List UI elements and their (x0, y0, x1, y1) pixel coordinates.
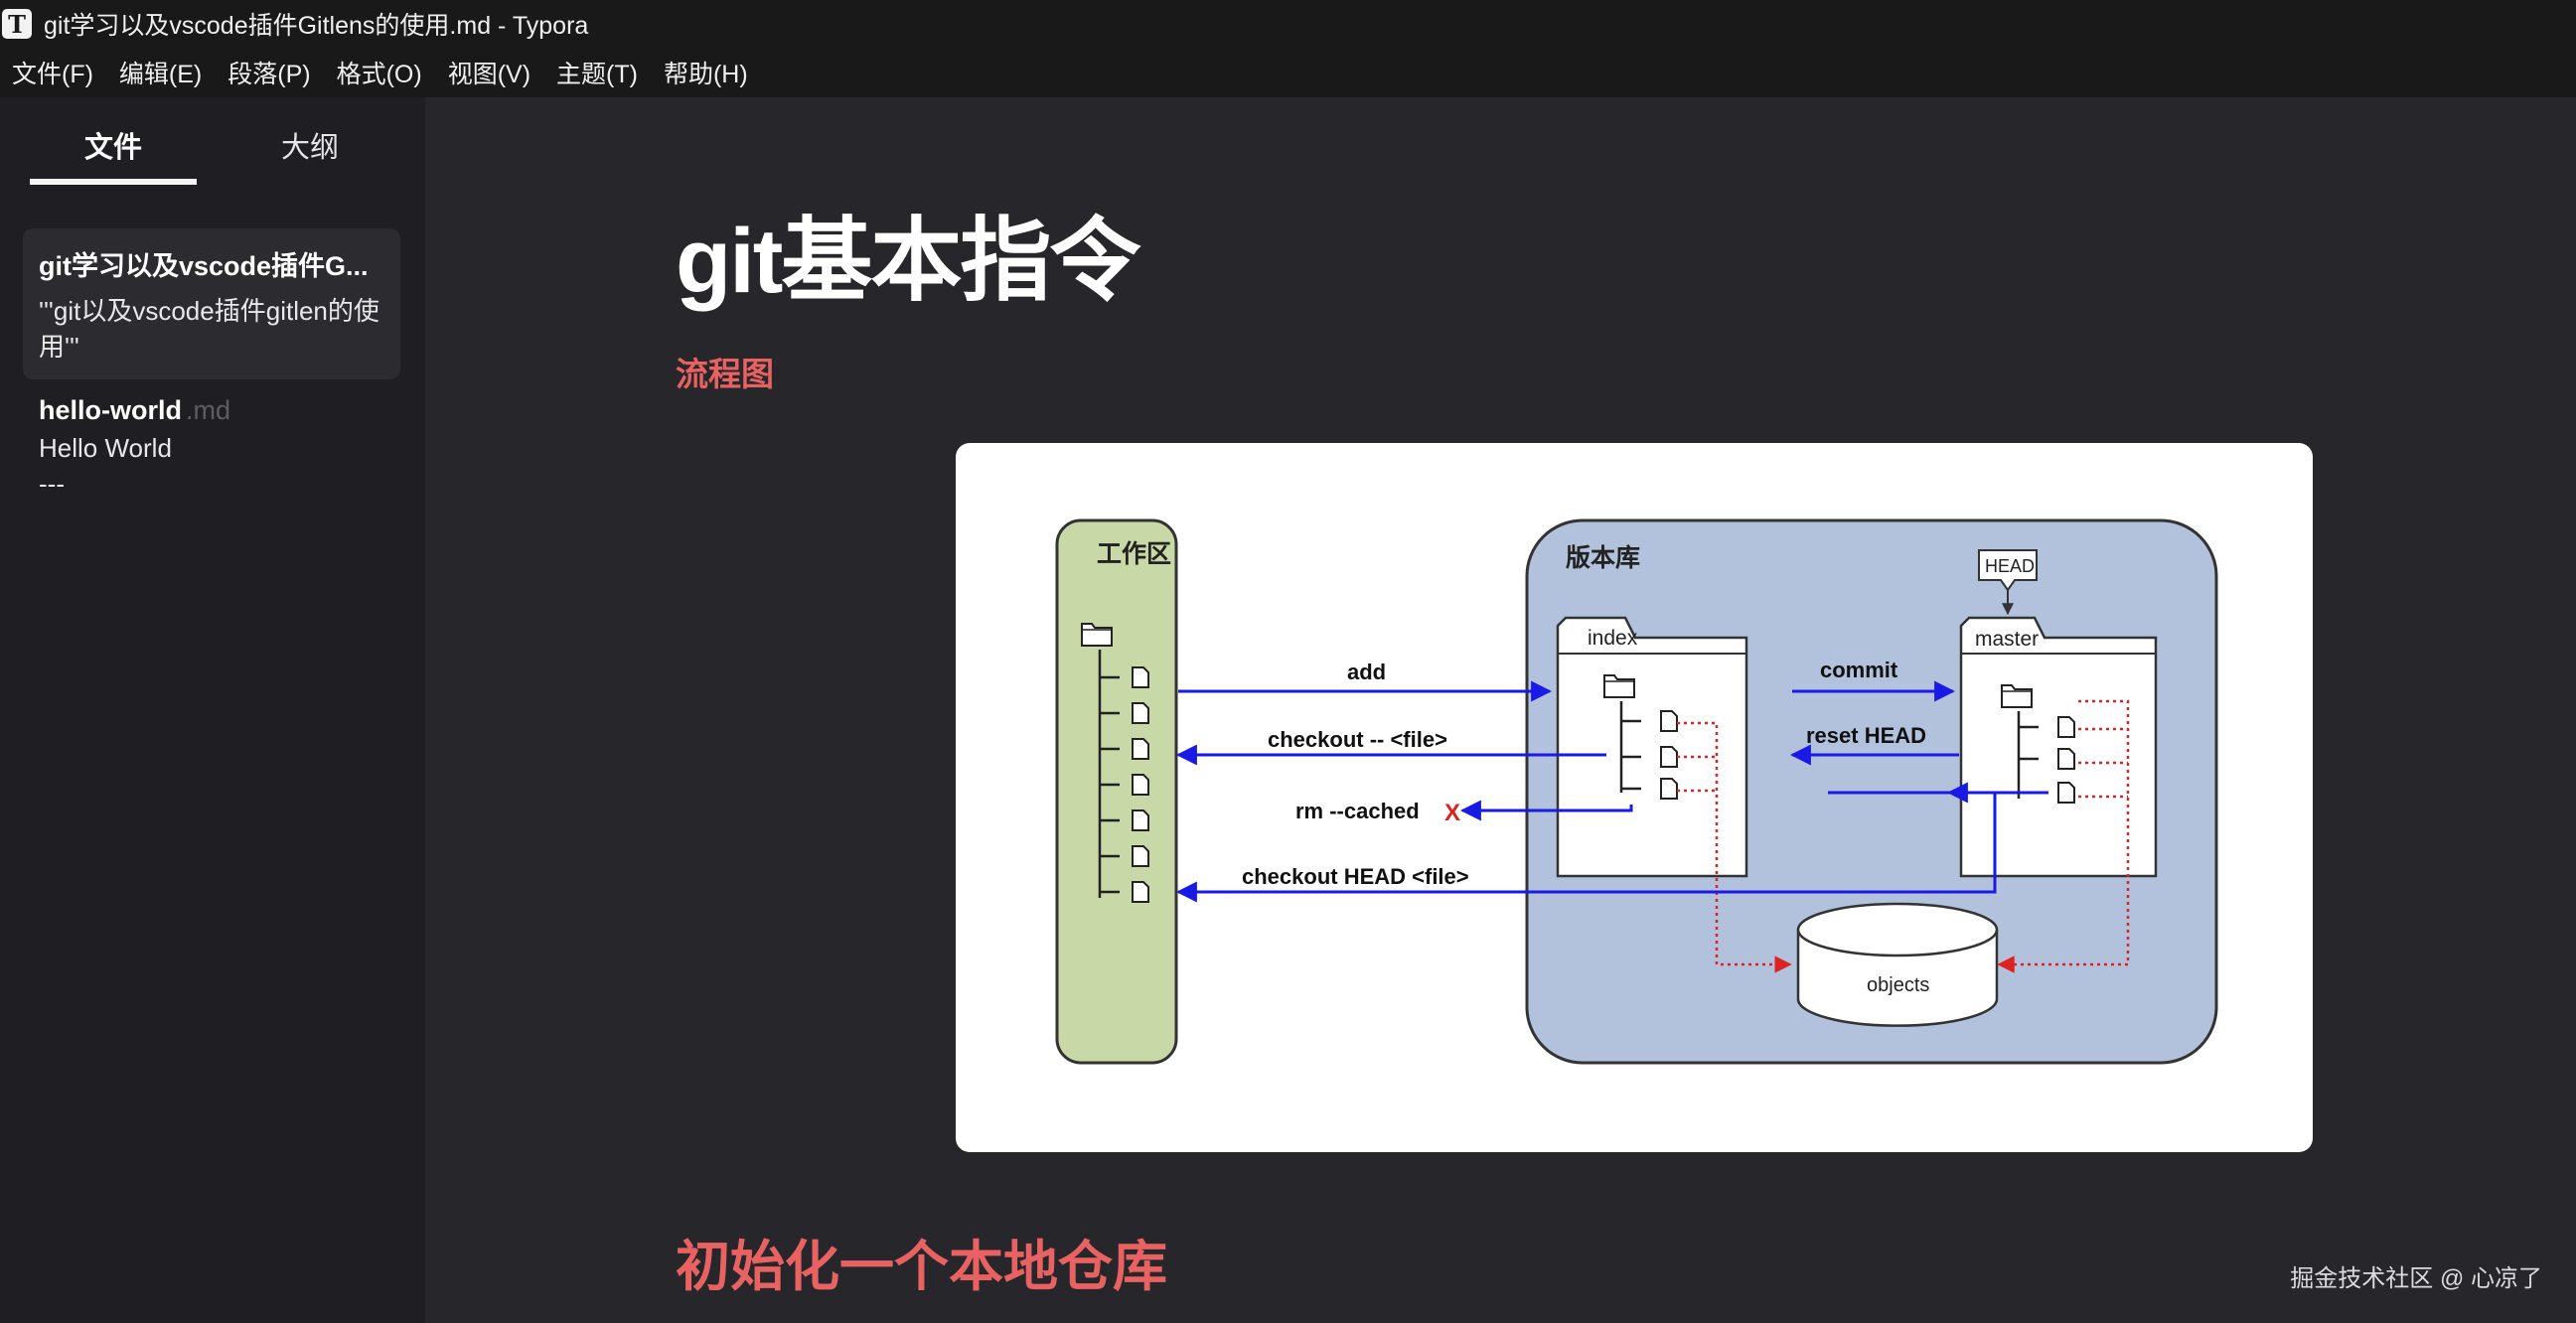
commit-label: commit (1820, 658, 1898, 682)
add-label: add (1347, 660, 1386, 684)
heading-1: git基本指令 (676, 211, 1140, 312)
file-item-hello-world[interactable]: hello-world.md Hello World --- (39, 395, 396, 502)
git-flowchart-diagram: 工作区 版本库 HEAD index (1055, 518, 2218, 1065)
index-label: index (1588, 627, 1638, 650)
menu-file[interactable]: 文件(F) (12, 61, 93, 88)
objects-label: objects (1867, 974, 1929, 996)
checkout-file-label: checkout -- <file> (1268, 727, 1447, 752)
menu-paragraph[interactable]: 段落(P) (227, 61, 311, 88)
typora-app-icon: T (2, 9, 32, 39)
file-item-title: hello-world.md (39, 395, 396, 426)
menu-format[interactable]: 格式(O) (336, 61, 422, 88)
tab-files[interactable]: 文件 (30, 121, 197, 187)
heading-flowchart: 流程图 (676, 356, 774, 392)
workspace-box (1055, 518, 1178, 1065)
file-item-title: git学习以及vscode插件G... (39, 251, 369, 281)
workspace-label: 工作区 (1097, 540, 1171, 568)
objects-cylinder (1796, 930, 1999, 1027)
reset-head-label: reset HEAD (1806, 723, 1926, 748)
title-bar: T git学习以及vscode插件Gitlens的使用.md - Typora (0, 0, 2576, 48)
watermark: 掘金技术社区 @ 心凉了 (2290, 1265, 2542, 1292)
head-label: HEAD (1985, 556, 2035, 576)
file-item-extension: .md (186, 395, 231, 425)
file-item-snippet: '''git以及vscode插件gitlen的使用''' (39, 296, 379, 362)
checkout-head-label: checkout HEAD <file> (1242, 864, 1469, 889)
repository-label: 版本库 (1565, 544, 1640, 572)
master-box (1959, 616, 2158, 878)
menu-edit[interactable]: 编辑(E) (118, 61, 203, 88)
editor-area[interactable]: git基本指令 流程图 (425, 97, 2576, 1323)
index-box (1556, 616, 1748, 878)
file-item-active[interactable]: git学习以及vscode插件G... '''git以及vscode插件gitl… (23, 228, 400, 379)
sidebar: 文件 大纲 git学习以及vscode插件G... '''git以及vscode… (0, 97, 425, 1323)
tab-outline[interactable]: 大纲 (280, 132, 339, 164)
git-flowchart-image: 工作区 版本库 HEAD index (956, 443, 2313, 1152)
x-mark: X (1444, 800, 1460, 826)
menu-bar: 文件(F) 编辑(E) 段落(P) 格式(O) 视图(V) 主题(T) 帮助(H… (0, 48, 2576, 97)
menu-help[interactable]: 帮助(H) (663, 61, 748, 88)
heading-init-repo: 初始化一个本地仓库 (676, 1236, 1168, 1297)
sidebar-tabs: 文件 大纲 (30, 121, 407, 187)
window-title: git学习以及vscode插件Gitlens的使用.md - Typora (44, 12, 589, 40)
master-label: master (1975, 628, 2039, 651)
file-item-snippet-line2: --- (39, 469, 65, 499)
menu-view[interactable]: 视图(V) (447, 61, 531, 88)
rm-cached-label: rm --cached (1295, 799, 1420, 823)
file-item-name: hello-world (39, 395, 182, 425)
file-item-snippet: Hello World (39, 433, 172, 463)
menu-theme[interactable]: 主题(T) (556, 61, 638, 88)
